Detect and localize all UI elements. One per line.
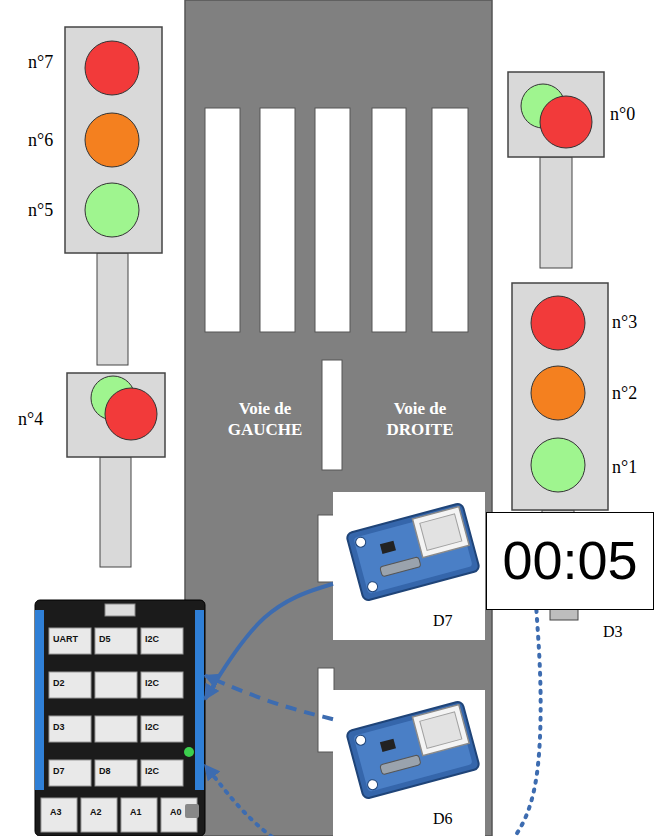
callout-number: n°6 (28, 129, 53, 152)
port-label: D3 (53, 723, 65, 733)
port-label: I2C (145, 767, 159, 777)
port-label: A3 (50, 808, 62, 818)
pin-label: D6 (433, 810, 453, 828)
callout-number: n°1 (612, 456, 637, 479)
signal-wire (205, 610, 541, 836)
port-label: I2C (145, 635, 159, 645)
port-label: I2C (145, 679, 159, 689)
display-value: 00:05 (502, 531, 637, 590)
callout-number: n°4 (18, 408, 43, 431)
port-label: UART (53, 635, 78, 645)
timer-display: 00:05D3 (486, 512, 654, 610)
magnetic-sensor: D6 (333, 690, 485, 836)
port-label: D5 (99, 635, 111, 645)
lane-label: Voie de GAUCHE (210, 398, 320, 441)
port-label: A1 (130, 808, 142, 818)
signal-wire (205, 676, 333, 720)
port-label: A2 (90, 808, 102, 818)
magnetic-sensor: D7 (333, 492, 485, 640)
base-shield: UARTD5I2CD2I2CD3I2CD7D8I2CA3A2A1A0 (35, 600, 205, 836)
callout-number: n°7 (28, 51, 53, 74)
callout-number: n°0 (610, 103, 635, 126)
port-label: D2 (53, 679, 65, 689)
callout-number: n°2 (612, 382, 637, 405)
port-label: D7 (53, 767, 65, 777)
pin-label: D7 (433, 612, 453, 630)
port-label: A0 (170, 808, 182, 818)
pin-label: D3 (603, 623, 623, 641)
callout-number: n°5 (28, 199, 53, 222)
lane-label: Voie de DROITE (365, 398, 475, 441)
port-label: D8 (99, 767, 111, 777)
callout-number: n°3 (612, 311, 637, 334)
port-label: I2C (145, 723, 159, 733)
